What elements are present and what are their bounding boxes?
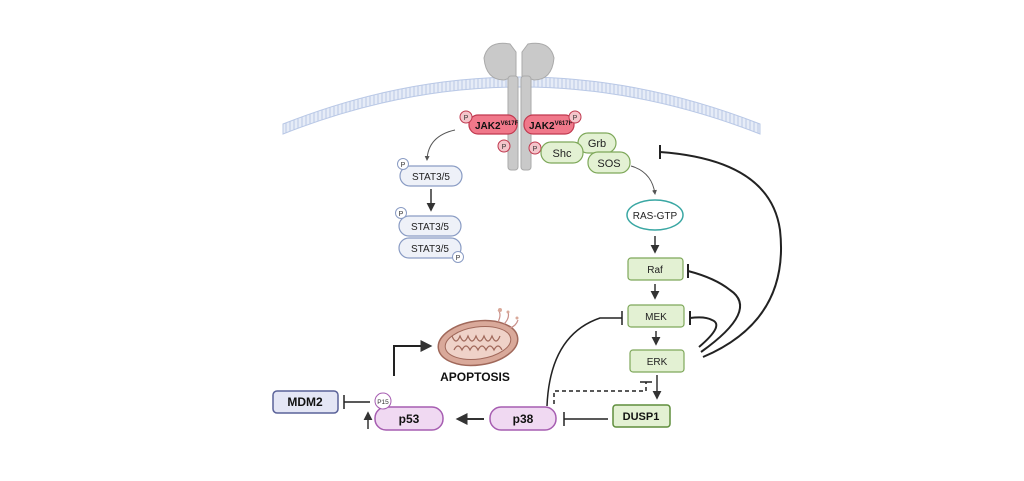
mitochondrion-icon	[437, 308, 519, 367]
svg-text:RAS-GTP: RAS-GTP	[633, 211, 678, 222]
svg-text:P: P	[399, 211, 404, 218]
svg-text:Grb: Grb	[588, 138, 606, 150]
erk-feedback-inhibition	[659, 145, 782, 358]
jak2-left-sup: V617F	[501, 121, 519, 127]
stat-node-3: STAT3/5 P	[398, 237, 464, 263]
svg-text:P: P	[456, 255, 461, 262]
jak2-right-sup: V617F	[555, 121, 573, 127]
grb-node: Grb	[577, 132, 617, 154]
mek-node: MEK	[627, 304, 685, 328]
svg-text:P: P	[401, 162, 406, 169]
raf-node: Raf	[627, 257, 684, 281]
stat-node-2: STAT3/5 P	[395, 207, 462, 237]
svg-text:p53: p53	[399, 412, 420, 426]
svg-text:JAK2V617F: JAK2V617F	[529, 121, 573, 132]
mdm2-node: MDM2	[272, 390, 339, 414]
svg-text:Shc: Shc	[553, 148, 572, 160]
svg-text:SOS: SOS	[597, 158, 620, 170]
dusp1-inhibits-erk	[553, 381, 652, 404]
svg-text:P: P	[502, 144, 507, 151]
svg-text:P: P	[573, 115, 578, 122]
arrow-jak2-to-stat	[424, 129, 456, 161]
erk-node: ERK	[629, 349, 685, 373]
p53-node: p53	[374, 406, 444, 431]
svg-text:STAT3/5: STAT3/5	[411, 222, 449, 233]
phospho-jak2-right: P	[568, 110, 582, 124]
svg-text:DUSP1: DUSP1	[623, 411, 660, 423]
ras-gtp-node: RAS-GTP	[626, 199, 684, 231]
svg-text:ERK: ERK	[647, 357, 668, 368]
sos-node: SOS	[587, 151, 631, 174]
p38-inhibits-mek	[546, 311, 623, 407]
dusp1-inhibits-p38	[563, 412, 608, 426]
svg-text:P15: P15	[377, 399, 389, 406]
phospho-receptor-left: P	[497, 139, 511, 153]
svg-text:p38: p38	[513, 412, 534, 426]
p15-phospho: P15	[374, 392, 392, 410]
svg-text:STAT3/5: STAT3/5	[412, 172, 450, 183]
stat-node-1: STAT3/5 P	[397, 158, 463, 187]
arrow-p53-to-apoptosis	[393, 340, 433, 376]
phospho-receptor-right: P	[528, 141, 542, 155]
jak2-right: JAK2V617F	[523, 114, 575, 135]
svg-text:MEK: MEK	[645, 312, 667, 323]
p53-inhibits-mdm2	[343, 395, 370, 409]
svg-text:Raf: Raf	[647, 265, 663, 276]
p38-node: p38	[489, 406, 557, 431]
dusp1-node: DUSP1	[612, 404, 671, 428]
svg-text:JAK2V617F: JAK2V617F	[475, 121, 519, 132]
jak2-right-label: JAK2	[529, 121, 555, 132]
svg-text:STAT3/5: STAT3/5	[411, 244, 449, 255]
svg-text:MDM2: MDM2	[287, 395, 323, 409]
jak2-left: JAK2V617F	[468, 114, 519, 135]
apoptosis-label: APOPTOSIS	[440, 370, 510, 384]
svg-text:P: P	[464, 115, 469, 122]
cell-membrane	[282, 76, 761, 135]
jak2-left-label: JAK2	[475, 121, 501, 132]
phospho-jak2-left: P	[459, 110, 473, 124]
arrow-sos-to-ras	[630, 165, 657, 195]
svg-text:P: P	[533, 146, 538, 153]
shc-node: Shc	[540, 141, 584, 164]
